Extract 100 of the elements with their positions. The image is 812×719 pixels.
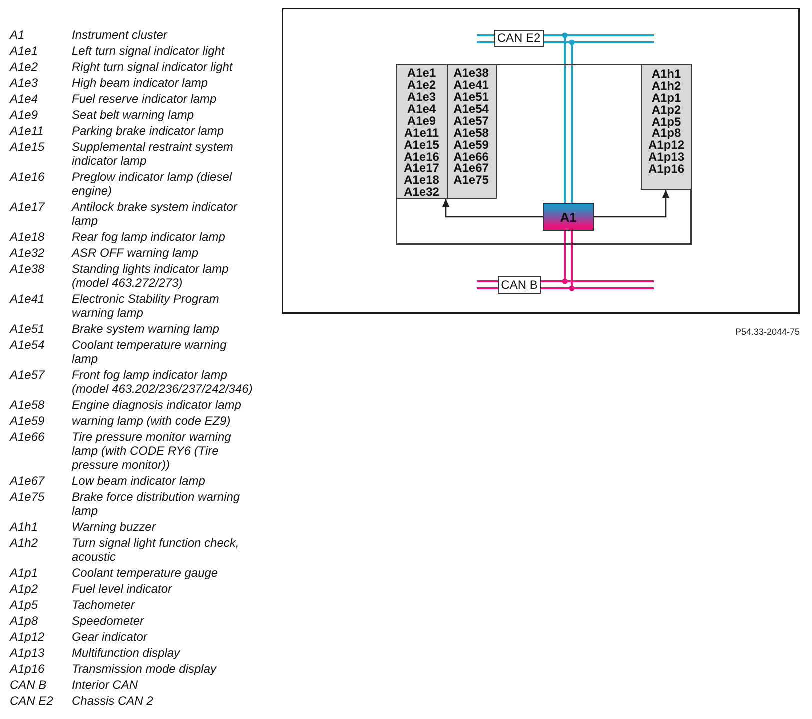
- key-code: A1: [10, 28, 25, 42]
- key-description: Supplemental restraint system indicator lamp: [72, 140, 234, 168]
- key-code: A1e67: [10, 474, 45, 488]
- component-code: A1p2: [652, 104, 682, 117]
- key-description: Fuel reserve indicator lamp: [72, 92, 217, 106]
- key-code: A1e18: [10, 230, 45, 244]
- component-code: A1e58: [454, 128, 489, 140]
- component-code: A1e11: [404, 128, 440, 140]
- key-code: A1e16: [10, 170, 45, 186]
- component-code: A1e54: [454, 104, 489, 116]
- key-description: Multifunction display: [72, 646, 180, 660]
- component-code: A1p1: [652, 92, 682, 105]
- component-code: A1e18: [404, 175, 440, 188]
- key-description: Right turn signal indicator light: [72, 60, 233, 74]
- key-code: A1e17: [10, 200, 45, 216]
- component-code: A1e17: [404, 163, 440, 176]
- key-code: A1p2: [10, 582, 38, 596]
- key-description: warning lamp (with code EZ9): [72, 414, 231, 428]
- key-description: Coolant temperature gauge: [72, 566, 218, 580]
- key-description: Interior CAN: [72, 678, 138, 692]
- key-description: Standing lights indicator lamp (model 463.272/273): [72, 262, 230, 290]
- connector-arrow: [594, 190, 670, 218]
- component-code: A1h1: [652, 69, 682, 81]
- key-code: A1e41: [10, 292, 45, 308]
- key-code: CAN E2: [10, 694, 54, 708]
- bus-label: CAN E2: [494, 30, 544, 47]
- connector-arrow: [442, 199, 543, 218]
- component-code: A1e4: [407, 104, 436, 116]
- key-code: A1e1: [10, 44, 38, 58]
- component-code: A1e75: [454, 175, 489, 188]
- component-code: A1e51: [454, 92, 489, 104]
- key-description: Parking brake indicator lamp: [72, 124, 224, 138]
- component-list-panel: [641, 64, 692, 190]
- component-code: A1h2: [652, 80, 682, 93]
- bus-wire: [544, 34, 566, 203]
- key-code: A1p12: [10, 630, 45, 644]
- key-code: A1e51: [10, 322, 45, 336]
- key-description: Left turn signal indicator light: [72, 44, 225, 58]
- key-description: Engine diagnosis indicator lamp: [72, 398, 242, 412]
- component-code: A1e67: [454, 163, 489, 176]
- key-description: Tire pressure monitor warning lamp (with CODE RY6 (Tire pressure monitor)): [72, 430, 232, 472]
- bus-wire: [541, 231, 573, 290]
- component-code: A1e59: [454, 140, 489, 152]
- key-description: High beam indicator lamp: [72, 76, 208, 90]
- key-description: Instrument cluster: [72, 28, 168, 42]
- key-description: Brake force distribution warning lamp: [72, 490, 242, 518]
- key-code: A1e58: [10, 398, 45, 412]
- key-description: Warning buzzer: [72, 520, 156, 534]
- key-code: A1e4: [10, 92, 38, 106]
- component-list-panel: [396, 64, 497, 199]
- key-code: A1e57: [10, 368, 45, 384]
- cluster-outline: [396, 64, 692, 245]
- component-code: A1e41: [454, 80, 489, 92]
- key-code: A1p16: [10, 662, 45, 676]
- component-code: A1e3: [407, 92, 436, 104]
- control-unit: A1: [543, 203, 594, 231]
- key-description: ASR OFF warning lamp: [72, 246, 198, 260]
- component-code: A1p16: [648, 164, 685, 176]
- component-code: A1e32: [404, 187, 440, 200]
- key-code: A1e75: [10, 490, 45, 506]
- component-code: A1p13: [648, 152, 685, 164]
- key-code: A1e66: [10, 430, 45, 446]
- key-description: Low beam indicator lamp: [72, 474, 206, 488]
- key-description: Gear indicator: [72, 630, 148, 644]
- component-code: A1e1: [407, 68, 436, 80]
- figure-number: P54.33-2044-75: [735, 327, 800, 338]
- key-code: A1p1: [10, 566, 38, 580]
- key-description: Fuel level indicator: [72, 582, 172, 596]
- key-description: Seat belt warning lamp: [72, 108, 194, 122]
- key-code: CAN B: [10, 678, 47, 692]
- key-code: A1e54: [10, 338, 45, 354]
- component-code: A1p12: [648, 140, 685, 152]
- key-code: A1e9: [10, 108, 38, 122]
- bus-wire: [541, 231, 566, 282]
- key-description: Brake system warning lamp: [72, 322, 220, 336]
- key-code: A1e59: [10, 414, 45, 428]
- component-code: A1e9: [407, 116, 436, 128]
- key-description: Rear fog lamp indicator lamp: [72, 230, 226, 244]
- key-description: Turn signal light function check, acoustic: [72, 536, 240, 564]
- component-code: A1e57: [454, 116, 489, 128]
- component-code: A1e16: [404, 152, 440, 164]
- key-description: Antilock brake system indicator lamp: [72, 200, 239, 228]
- key-description: Chassis CAN 2: [72, 694, 154, 708]
- key-description: Speedometer: [72, 614, 144, 628]
- component-code: A1e38: [454, 68, 489, 80]
- key-description: Transmission mode display: [72, 662, 216, 676]
- key-code: A1e32: [10, 246, 45, 260]
- component-code: A1p5: [652, 116, 682, 128]
- key-description: Tachometer: [72, 598, 135, 612]
- component-code: A1e2: [407, 80, 436, 92]
- component-code: A1p8: [652, 128, 682, 140]
- key-code: A1h2: [10, 536, 38, 552]
- key-code: A1p8: [10, 614, 38, 628]
- key-code: A1p13: [10, 646, 45, 660]
- key-description: Front fog lamp indicator lamp (model 463.202/236/237/242/346): [72, 368, 254, 396]
- key-description: Coolant temperature warning lamp: [72, 338, 228, 366]
- key-code: A1e11: [10, 124, 44, 138]
- key-code: A1p5: [10, 598, 38, 612]
- key-code: A1e3: [10, 76, 38, 90]
- component-code: A1e15: [404, 140, 440, 152]
